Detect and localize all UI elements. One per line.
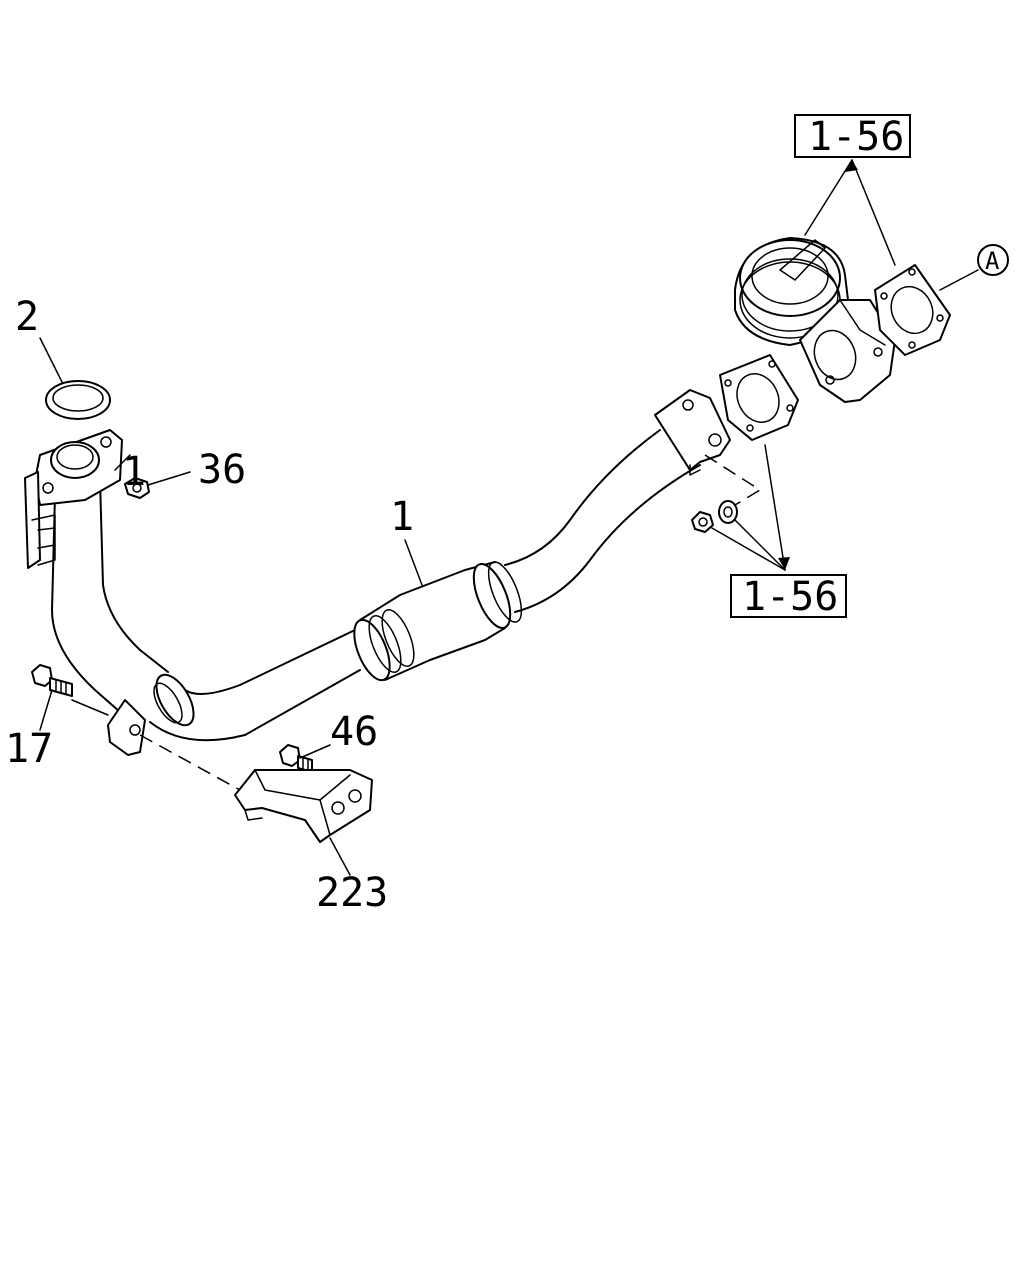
part-label-2: 2	[15, 294, 39, 340]
flange-gasket	[719, 354, 799, 441]
mount-bolt	[31, 664, 73, 697]
stud-nut	[691, 511, 714, 533]
view-marker-circle	[977, 244, 1009, 276]
part-label-1-flange: 1	[122, 449, 146, 495]
front-exhaust-pipe	[51, 389, 731, 742]
inlet-flange	[24, 429, 123, 569]
part-label-17: 17	[5, 726, 53, 772]
converter-assembly	[734, 237, 951, 403]
flange-nut	[124, 477, 150, 499]
ref-label-top: 1-56	[808, 114, 904, 160]
washer	[718, 500, 738, 524]
support-bracket	[234, 769, 373, 843]
gasket-ring	[45, 380, 111, 420]
part-label-46: 46	[330, 709, 378, 755]
bracket-bolt	[279, 744, 313, 773]
view-marker-label: A	[985, 247, 1000, 275]
part-label-223: 223	[316, 870, 388, 916]
ref-box-top	[794, 114, 911, 158]
pipe-bracket	[107, 699, 146, 756]
leader-lines	[39, 159, 979, 876]
ref-box-mid	[730, 574, 847, 618]
part-label-1: 1	[390, 494, 414, 540]
ref-label-mid: 1-56	[742, 574, 838, 620]
part-label-36: 36	[198, 447, 246, 493]
